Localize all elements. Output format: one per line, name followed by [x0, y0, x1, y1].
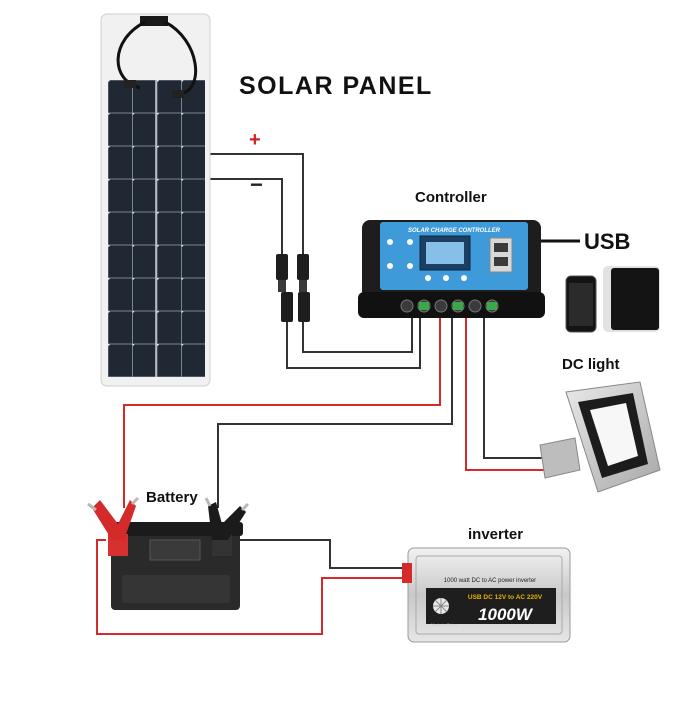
inverter-line2: USB DC 12V to AC 220V [468, 594, 543, 601]
junction-box [140, 16, 168, 26]
light-positive-wire [465, 312, 545, 471]
inverter-line1: 1000 watt DC to AC power inverter [444, 578, 536, 584]
inverter-origin: Made in China [431, 622, 458, 627]
panel-return-wire-2 [302, 312, 413, 353]
battery-negative-wire [217, 312, 453, 508]
dc-floodlight [539, 381, 661, 493]
inverter-brand: 1000W [478, 605, 534, 624]
power-inverter: 1000 watt DC to AC power inverter USB DC… [402, 547, 571, 643]
battery-positive-wire [123, 312, 441, 508]
controller-label: Controller [415, 189, 487, 206]
controller-header-text: SOLAR CHARGE CONTROLLER [408, 228, 501, 234]
inverter-negative-wire [240, 539, 408, 569]
battery [87, 496, 250, 610]
controller-terminals [400, 299, 499, 313]
light-negative-wire [483, 312, 545, 459]
mc4-connectors [276, 254, 310, 322]
dc-light-label: DC light [562, 356, 620, 373]
inverter-label: inverter [468, 526, 524, 543]
usb-label: USB [584, 229, 631, 254]
phone-tablet-devices [565, 266, 660, 333]
negative-sign: − [250, 172, 263, 197]
solar-panel-title: SOLAR PANEL [239, 72, 433, 100]
solar-panel [100, 13, 211, 387]
panel-positive-wire [210, 153, 304, 254]
charge-controller: SOLAR CHARGE CONTROLLER [358, 220, 545, 318]
positive-sign: + [249, 129, 261, 151]
panel-negative-wire [210, 178, 283, 254]
battery-label: Battery [146, 489, 198, 506]
black-clamp [208, 502, 246, 540]
panel-return-wire-1 [286, 312, 421, 369]
red-clamp [92, 500, 136, 540]
inverter-positive-wire [96, 539, 408, 635]
